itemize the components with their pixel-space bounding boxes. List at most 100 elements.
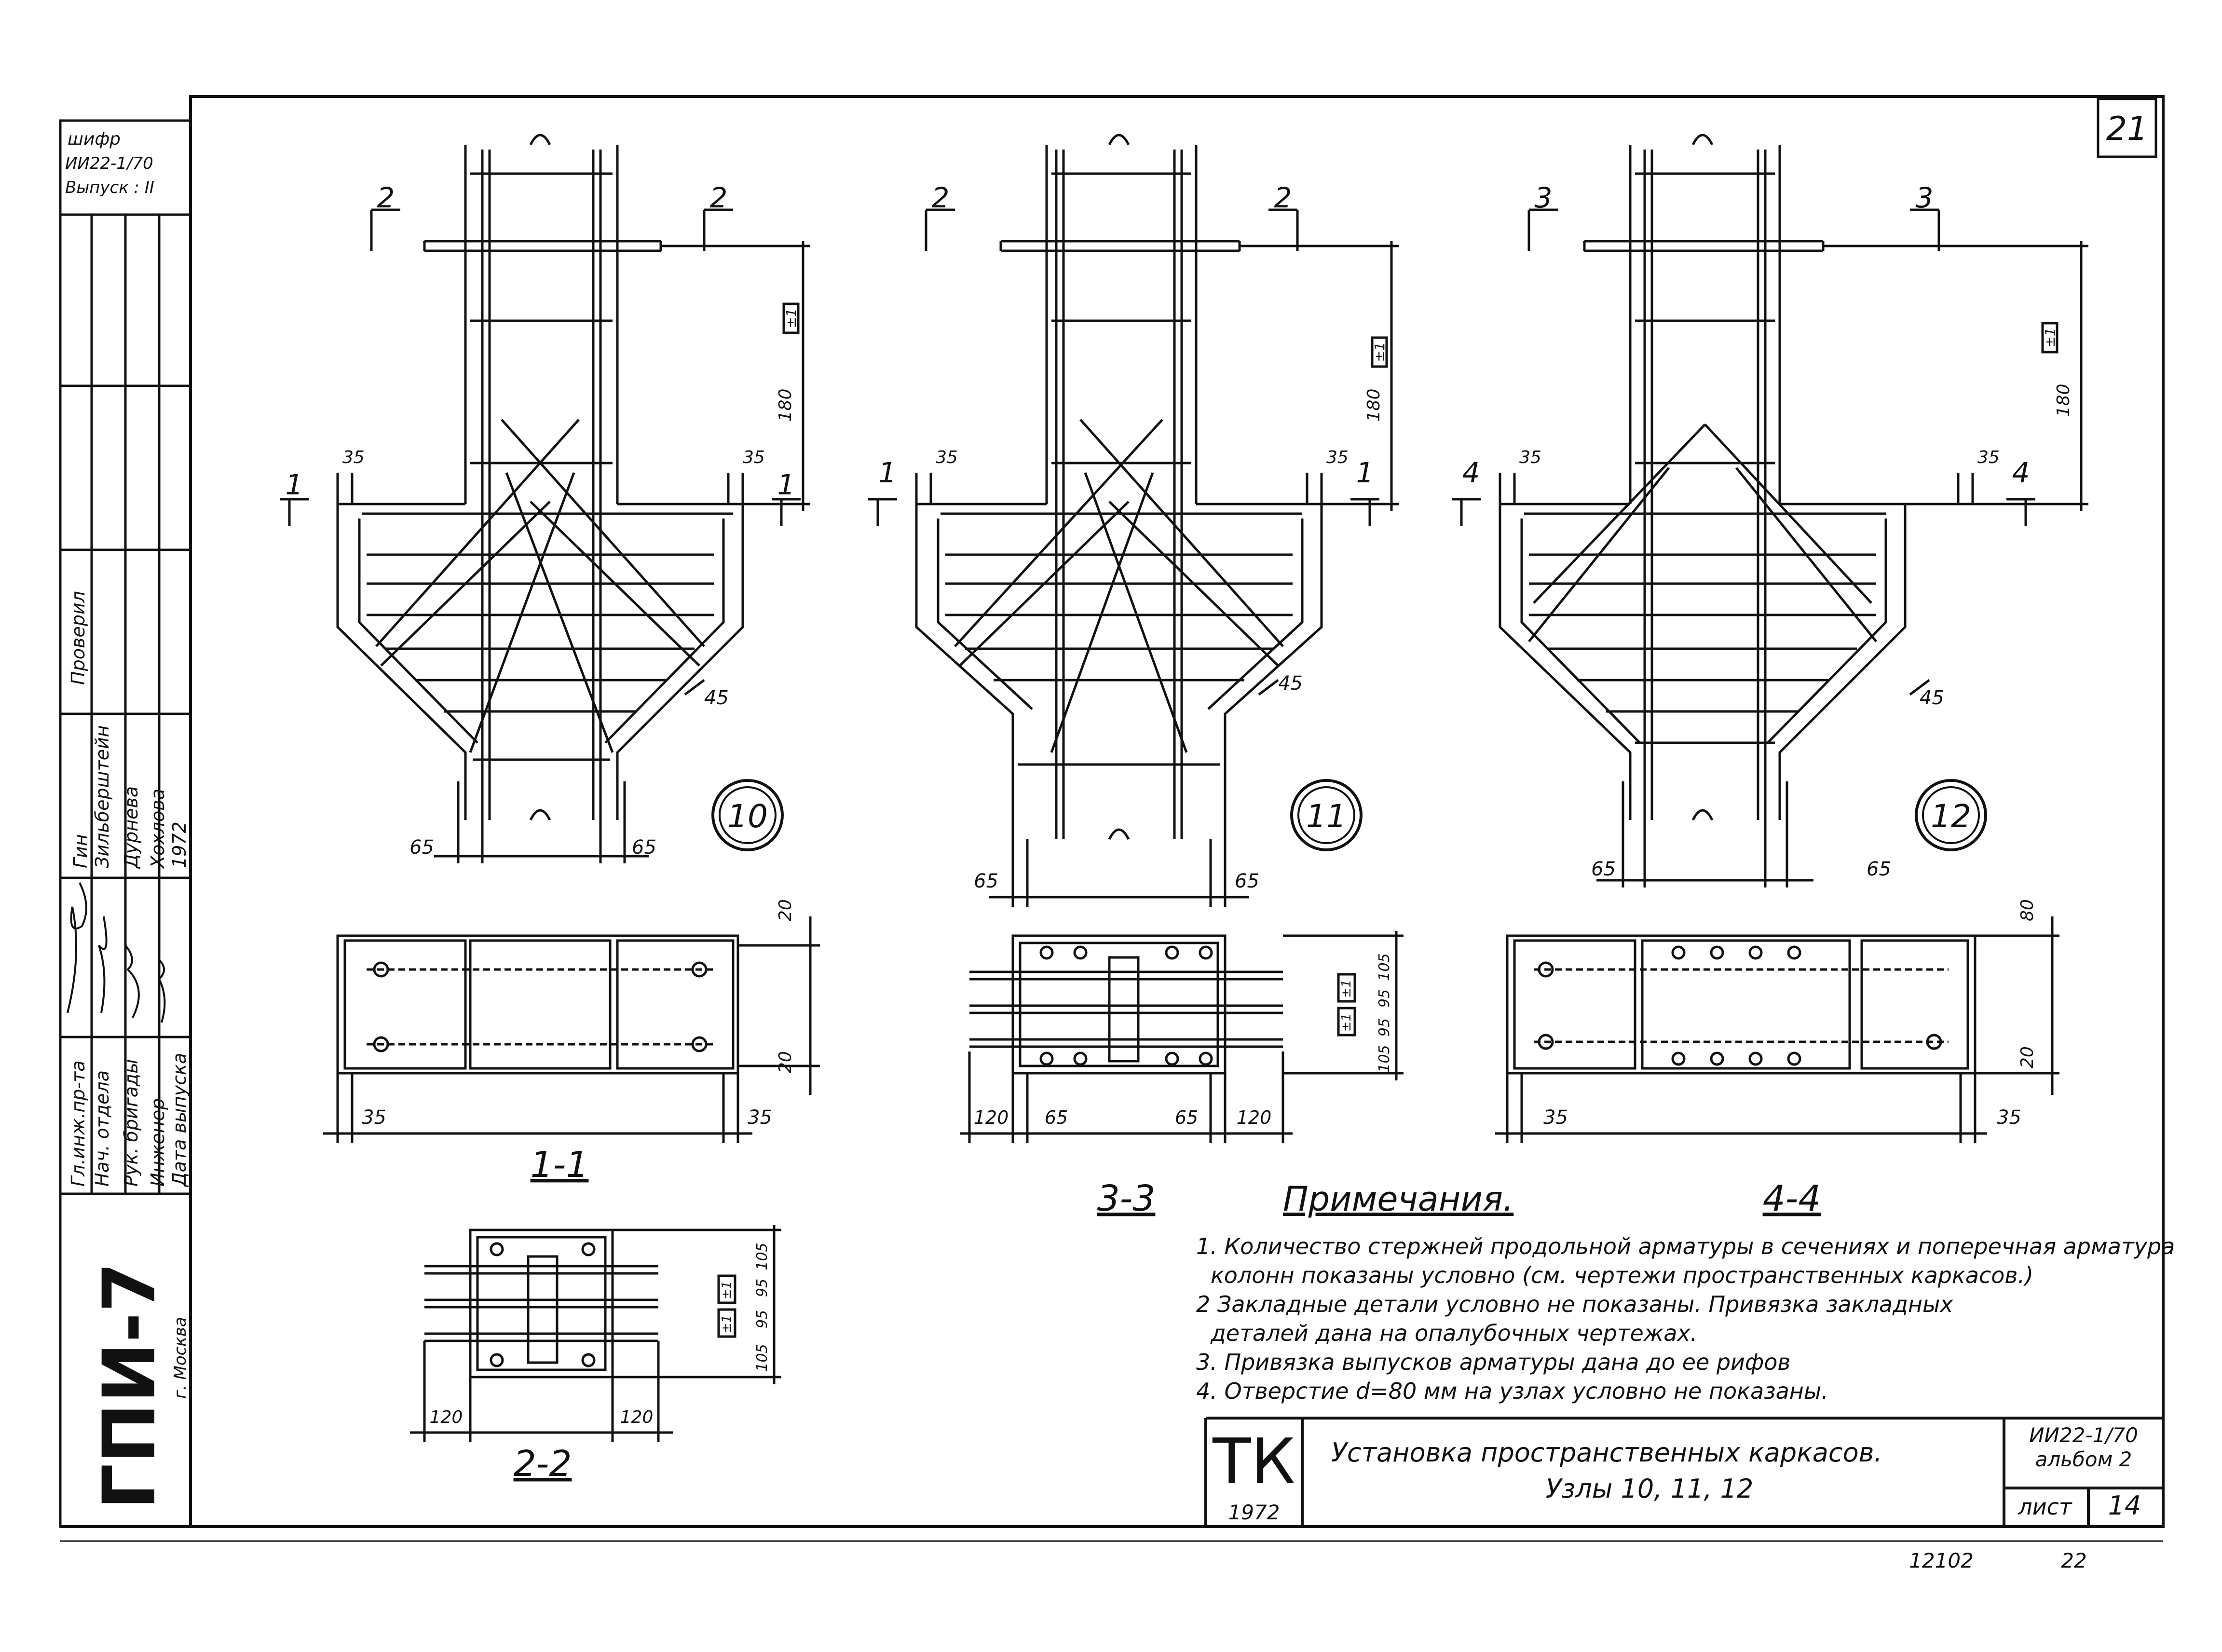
section-2-2-dim-right-2: 95 xyxy=(754,1279,771,1297)
title-sheet-no: 14 xyxy=(2108,1490,2141,1521)
node-12-tol: ±1 xyxy=(2042,328,2058,347)
notes-line-1: 1. Количество стержней продольной армату… xyxy=(1196,1233,2175,1259)
node-12-elevation: 3 3 4 4 180 ±1 35 35 45 65 65 12 xyxy=(1452,134,2088,887)
section-2-2-dim-right-3: 95 xyxy=(754,1310,771,1328)
section-4-4-label: 4-4 xyxy=(1763,1178,1821,1219)
stamp-name-5: 1972 xyxy=(169,821,190,868)
cipher-line-2: ИИ22-1/70 xyxy=(65,154,153,173)
cipher-line-3: Выпуск : II xyxy=(65,178,154,197)
section-1-1-label: 1-1 xyxy=(531,1144,589,1186)
section-4-4-dim-bottom: 20 xyxy=(2018,1046,2037,1068)
footer-right: 22 xyxy=(2061,1549,2086,1572)
section-1-1-dim-right: 35 xyxy=(748,1106,772,1129)
section-2-2-dim-right-4: 105 xyxy=(754,1344,771,1371)
node-10-elevation: 2 2 1 1 180 ±1 35 35 45 65 65 10 xyxy=(280,134,810,863)
page-number: 21 xyxy=(2106,110,2148,148)
section-4-4-dim-right: 35 xyxy=(1997,1106,2021,1129)
node-11-cut-bottom-left: 1 xyxy=(879,456,897,489)
node-11-outs-left: 65 xyxy=(974,870,998,892)
node-10-number: 10 xyxy=(727,798,768,835)
node-10-edge-left: 35 xyxy=(342,448,365,467)
section-2-2-tol-2: ±1 xyxy=(720,1315,734,1333)
stamp-role-5: Дата выпуска xyxy=(169,1053,190,1188)
node-12-outs-left: 65 xyxy=(1591,858,1616,880)
footer-left: 12102 xyxy=(1909,1549,1974,1572)
node-12-cut-top-left: 3 xyxy=(1535,181,1553,214)
title-sheet-label: лист xyxy=(2018,1494,2072,1520)
section-1-1-dim-top: 20 xyxy=(776,899,795,921)
section-2-2-label: 2-2 xyxy=(514,1443,572,1485)
notes-line-3: 2 Закладные детали условно не показаны. … xyxy=(1196,1291,1953,1317)
node-11-tol: ±1 xyxy=(1372,342,1388,362)
stamp-role-2: Нач. отдела xyxy=(92,1070,113,1187)
node-12-edge-right: 35 xyxy=(1977,448,2000,467)
node-10-angle: 45 xyxy=(704,687,729,709)
signatures xyxy=(67,882,166,1023)
node-11-edge-right: 35 xyxy=(1326,448,1349,467)
node-12-number: 12 xyxy=(1931,798,1971,835)
section-3-3: 105 95 95 105 ±1 ±1 120 65 65 120 3-3 xyxy=(960,931,1404,1219)
section-2-2-tol-1: ±1 xyxy=(720,1281,734,1299)
stamp-name-2: Зильберштейн xyxy=(92,725,113,868)
section-3-3-dim-bottom-4: 120 xyxy=(1237,1107,1272,1128)
section-4-4: 80 20 35 35 4-4 xyxy=(1495,899,2059,1219)
org-name: ГПИ-7 xyxy=(88,1262,172,1510)
node-12-angle: 45 xyxy=(1920,687,1944,709)
stamp-name-3: Дурнева xyxy=(121,786,142,869)
org-city: г. Москва xyxy=(171,1317,190,1399)
section-4-4-dim-left: 35 xyxy=(1543,1106,1568,1129)
node-11-cut-bottom-right: 1 xyxy=(1356,456,1374,489)
stamp-check: Проверил xyxy=(68,591,89,685)
node-12-edge-left: 35 xyxy=(1519,448,1541,467)
node-12-outs-right: 65 xyxy=(1867,858,1891,880)
title-code: ИИ22-1/70 xyxy=(2029,1423,2138,1447)
stamp-names: Гин Зильберштейн Дурнева Хохлова 1972 Пр… xyxy=(68,591,190,869)
node-11-cut-top-left: 2 xyxy=(932,181,950,214)
section-3-3-dim-bottom-1: 120 xyxy=(974,1107,1009,1128)
notes-line-6: 4. Отверстие d=80 мм на узлах условно не… xyxy=(1196,1378,1828,1404)
node-10-cut-top-left: 2 xyxy=(377,181,395,214)
title-main: Установка пространственных каркасов. xyxy=(1331,1437,1882,1468)
node-12-dim-height: 180 xyxy=(2054,384,2073,417)
section-3-3-dim-bottom-2: 65 xyxy=(1045,1107,1068,1128)
title-album: альбом 2 xyxy=(2035,1447,2132,1471)
stamp-roles: Гл.инж.пр-та Нач. отдела Рук. бригады Ин… xyxy=(68,1053,190,1188)
section-3-3-tol-2: ±1 xyxy=(1339,1013,1354,1032)
node-10-tol: ±1 xyxy=(783,308,799,328)
section-3-3-label: 3-3 xyxy=(1097,1178,1156,1219)
sheet-frame xyxy=(60,95,2165,1542)
node-12-cut-bottom-left: 4 xyxy=(1462,456,1480,489)
stamp-role-1: Гл.инж.пр-та xyxy=(68,1061,89,1187)
node-11-number: 11 xyxy=(1306,798,1347,835)
section-2-2: 105 95 95 105 ±1 ±1 120 120 2-2 xyxy=(410,1225,781,1485)
cipher-line-1: шифр xyxy=(68,129,121,149)
section-1-1-dim-bottom: 20 xyxy=(776,1051,795,1073)
node-11-cut-top-right: 2 xyxy=(1274,181,1292,214)
notes-line-5: 3. Привязка выпусков арматуры дана до ее… xyxy=(1196,1349,1791,1375)
section-3-3-dim-bottom-3: 65 xyxy=(1175,1107,1198,1128)
node-10-outs-right: 65 xyxy=(632,836,656,859)
title-year: 1972 xyxy=(1228,1501,1280,1524)
node-10-dim-height: 180 xyxy=(776,389,795,422)
stamp-name-4: Хохлова xyxy=(147,789,168,869)
section-2-2-dim-right: 120 xyxy=(620,1407,654,1427)
node-10-cut-top-right: 2 xyxy=(710,181,728,214)
node-10-cut-bottom-right: 1 xyxy=(777,468,795,501)
node-11-dim-height: 180 xyxy=(1364,389,1384,422)
section-3-3-dim-right-1: 105 xyxy=(1376,953,1393,981)
node-11-edge-left: 35 xyxy=(936,448,958,467)
notes-line-4: деталей дана на опалубочных чертежах. xyxy=(1210,1320,1697,1346)
section-1-1-dim-left: 35 xyxy=(362,1106,386,1129)
section-3-3-dim-right-4: 105 xyxy=(1376,1045,1393,1072)
notes-title: Примечания. xyxy=(1283,1179,1513,1219)
node-10-outs-left: 65 xyxy=(409,836,434,859)
title-org-mark: ТК xyxy=(1212,1425,1295,1498)
node-10-edge-right: 35 xyxy=(743,448,765,467)
section-2-2-dim-right-1: 105 xyxy=(754,1242,771,1270)
section-1-1: 20 20 35 35 1-1 xyxy=(323,899,820,1186)
node-10-cut-bottom-left: 1 xyxy=(286,468,303,501)
section-3-3-dim-right-3: 95 xyxy=(1376,1018,1393,1037)
section-3-3-tol-1: ±1 xyxy=(1339,980,1354,998)
stamp-role-3: Рук. бригады xyxy=(121,1059,142,1187)
node-12-cut-bottom-right: 4 xyxy=(2012,456,2030,489)
